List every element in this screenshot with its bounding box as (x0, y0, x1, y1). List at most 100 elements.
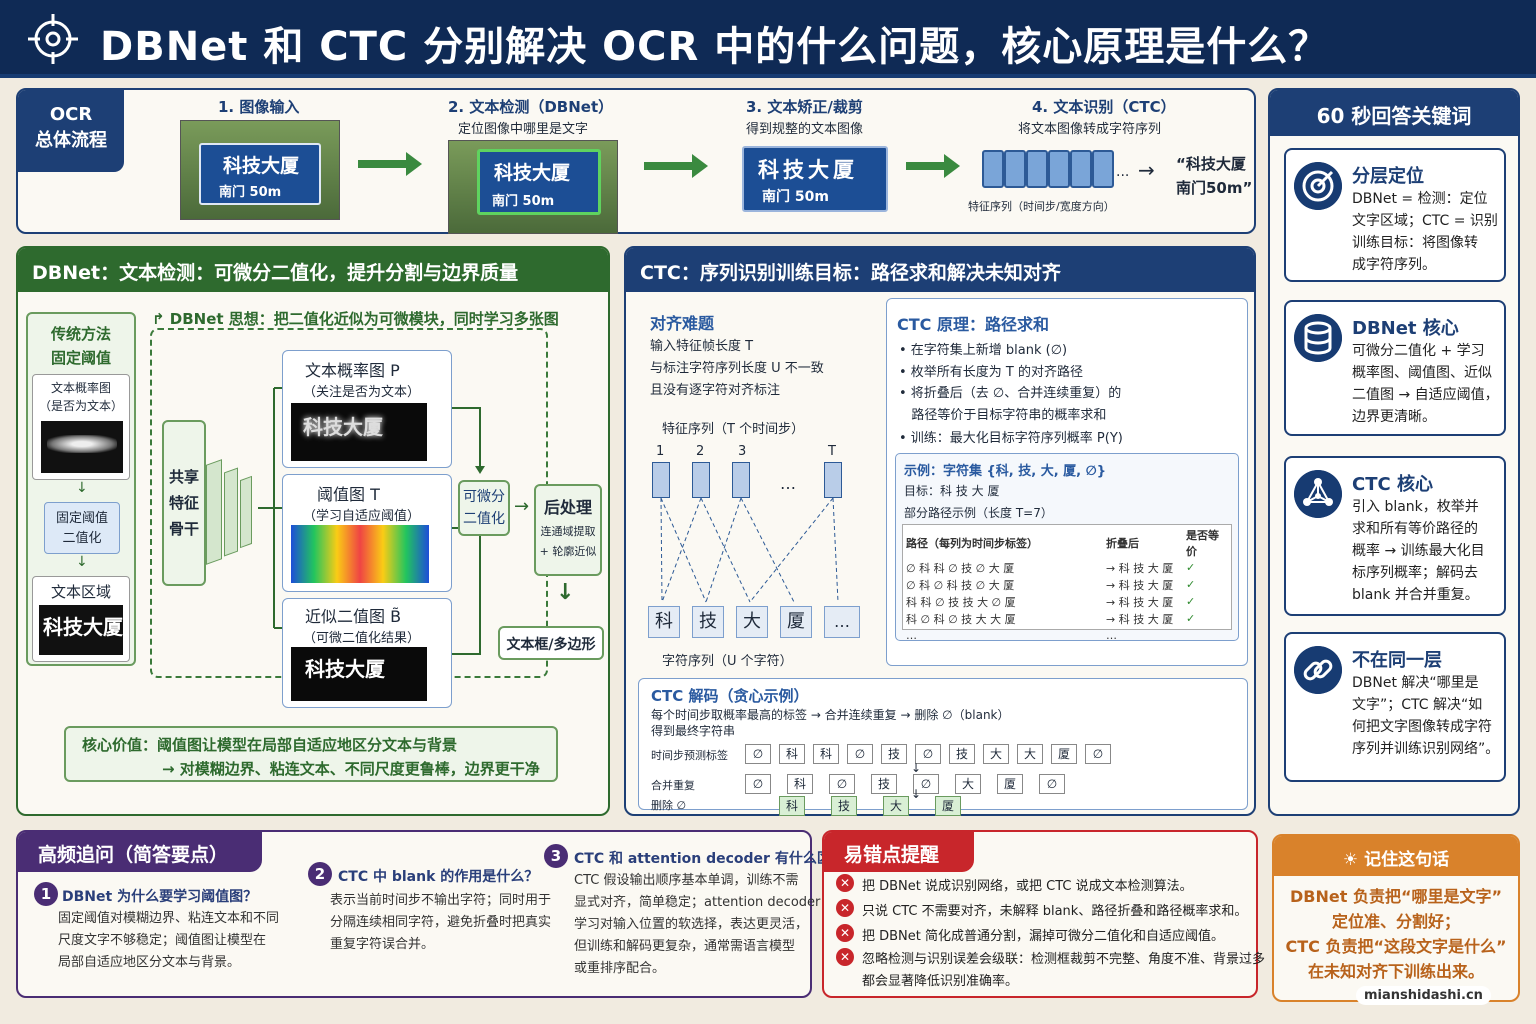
dbnet-title: DBNet：文本检测：可微分二值化，提升分割与边界质量 (18, 248, 608, 292)
feature-box (1048, 150, 1070, 188)
keyword-card: DBNet 核心 可微分二值化 + 学习 概率图、阈值图、近似 二值图 → 自适… (1284, 300, 1506, 436)
flow-step-2-sub: 定位图像中哪里是文字 (458, 122, 589, 137)
token-chip: 技 (949, 744, 975, 764)
trad-region-map: 科技大厦 (39, 605, 123, 655)
decode-pred-row: ∅科科∅技∅技大大厦∅ (745, 743, 1119, 764)
feature-box (1092, 150, 1114, 188)
remember-body: DBNet 负责把“哪里是文字” 定位准、分割好； CTC 负责把“这段文字是什… (1285, 887, 1507, 981)
token-chip: 科 (813, 744, 839, 764)
trad-fixed-box: 固定阈值 二值化 (44, 502, 120, 554)
target-icon (1294, 162, 1342, 210)
arrow-right-icon: → (1138, 158, 1155, 182)
database-icon (1294, 314, 1342, 362)
token-chip: ∅ (829, 774, 855, 794)
feature-layer (240, 475, 252, 549)
question-title: CTC 和 attention decoder 有什么区别？ (574, 851, 859, 867)
question-title: DBNet 为什么要学习阈值图？ (62, 889, 258, 905)
detect-image: 科技大厦 南门 50m (448, 140, 618, 234)
down-arrow-icon: ↓ (76, 480, 88, 496)
example-box: 示例：字符集 {科, 技, 大, 厦, ∅} 目标：科 技 大 厦 部分路径示例… (895, 453, 1239, 642)
token-chip: ∅ (847, 744, 873, 764)
keyword-card: CTC 核心 引入 blank，枚举并 求和所有等价路径的 概率 → 训练最大化… (1284, 456, 1506, 616)
arrow-right-icon: → (514, 496, 530, 517)
faq-title: 高频追问（简答要点） (18, 832, 262, 872)
flow-arrow-1 (358, 152, 422, 176)
token-chip: ∅ (745, 774, 771, 794)
feature-index: 2 (696, 444, 705, 459)
token-chip: 科 (787, 774, 813, 794)
feature-box (1026, 150, 1048, 188)
keyword-card: 分层定位 DBNet = 检测：定位 文字区域；CTC = 识别 训练目标：将图… (1284, 148, 1506, 282)
align-title: 对齐难题 (650, 314, 715, 333)
output-box: 文本框/多边形 (498, 626, 604, 660)
feature-ellipsis: ... (1116, 164, 1130, 180)
decode-box: CTC 解码（贪心示例） 每个时间步取概率最高的标签 → 合并连续重复 → 删除… (638, 678, 1248, 816)
prob-map-box: 文本概率图 P （关注是否为文本） 科技大厦 (282, 350, 452, 468)
feature-frame (732, 462, 750, 498)
token-chip: 厦 (935, 796, 961, 816)
feature-dots: … (780, 474, 796, 493)
prob-map-image: 科技大厦 (291, 403, 427, 461)
token-chip: 大 (1017, 744, 1043, 764)
token-chip: ∅ (1085, 744, 1111, 764)
feature-index: 1 (656, 444, 665, 459)
backbone-box: 共享 特征 骨干 (162, 420, 206, 586)
feature-seq-caption: 特征序列（T 个时间步） (662, 422, 805, 437)
keyword-card: 不在同一层 DBNet 解决“哪里是 文字”；CTC 解决“如 何把文字图像转成… (1284, 632, 1506, 782)
token-chip: ∅ (915, 744, 941, 764)
trad-prob-map (41, 421, 123, 473)
decode-merge-row: ∅科∅技∅大厦∅ (745, 773, 1081, 794)
token-chip: 大 (955, 774, 981, 794)
traditional-column: 传统方法 固定阈值 文本概率图 （是否为文本） ↓ 固定阈值 二值化 ↓ 文本区… (26, 312, 136, 666)
ctc-title: CTC：序列识别训练目标：路径求和解决未知对齐 (626, 248, 1254, 292)
feature-frame (692, 462, 710, 498)
threshold-heatmap (291, 525, 429, 583)
flow-step-1-title: 1. 图像输入 (218, 98, 300, 116)
decode-final-row: 科技大厦 (779, 795, 987, 816)
feature-box (1070, 150, 1092, 188)
feature-box (982, 150, 1004, 188)
input-image: 科技大厦 南门 50m (180, 120, 340, 220)
flow-step-4-title: 4. 文本识别（CTC） (1032, 98, 1176, 116)
dbnet-panel: DBNet：文本检测：可微分二值化，提升分割与边界质量 ↱ DBNet 思想：把… (16, 246, 610, 816)
mistake-item: 只说 CTC 不需要对齐，未解释 blank、路径折叠和路径概率求和。 (862, 904, 1248, 919)
feature-box (1004, 150, 1026, 188)
header-bar: DBNet 和 CTC 分别解决 OCR 中的什么问题，核心原理是什么？ (0, 0, 1536, 78)
feature-frame (652, 462, 670, 498)
feature-caption: 特征序列（时间步/宽度方向） (968, 200, 1115, 213)
mistake-item: 把 DBNet 简化成普通分割，漏掉可微分二值化和自适应阈值。 (862, 929, 1225, 944)
token-chip: ∅ (745, 744, 771, 764)
feature-index: 3 (738, 444, 747, 459)
close-icon: ✕ (836, 948, 854, 966)
mistakes-title: 易错点提醒 (824, 832, 974, 872)
token-chip: 技 (881, 744, 907, 764)
page-title: DBNet 和 CTC 分别解决 OCR 中的什么问题，核心原理是什么？ (100, 24, 1330, 70)
char-box: 科 (648, 606, 680, 638)
down-arrow-icon: ↓ (911, 787, 922, 801)
diff-bin-box: 可微分 二值化 (458, 480, 510, 536)
token-chip: 科 (779, 744, 805, 764)
question-answer: CTC 假设输出顺序基本单调，训练不需 显式对齐，简单稳定；attention … (574, 873, 821, 976)
ctc-panel: CTC：序列识别训练目标：路径求和解决未知对齐 对齐难题 输入特征帧长度 T 与… (624, 246, 1256, 816)
flow-arrow-3 (906, 154, 960, 178)
lightbulb-icon: ☀ (1342, 850, 1365, 870)
feature-layer (206, 459, 222, 565)
flow-step-2-title: 2. 文本检测（DBNet） (448, 98, 614, 116)
mistakes-panel: 易错点提醒 (822, 830, 1258, 998)
crosshair-icon (28, 14, 78, 64)
recognition-result: “科技大厦 南门50m” (1176, 155, 1253, 197)
token-chip: 厦 (1051, 744, 1077, 764)
token-chip: 技 (871, 774, 897, 794)
feature-index: T (828, 444, 836, 459)
dbnet-idea: ↱ DBNet 思想：把二值化近似为可微模块，同时学习多张图 (152, 310, 559, 328)
link-icon (1294, 646, 1342, 694)
char-box: 大 (736, 606, 768, 638)
char-seq-caption: 字符序列（U 个字符） (662, 654, 793, 669)
flow-arrow-2 (644, 154, 708, 178)
token-chip: 大 (983, 744, 1009, 764)
network-icon (1294, 470, 1342, 518)
flow-step-3-sub: 得到规整的文本图像 (746, 122, 864, 137)
flow-step-4-sub: 将文本图像转成字符序列 (1018, 122, 1162, 137)
char-box: 技 (692, 606, 724, 638)
close-icon: ✕ (836, 924, 854, 942)
